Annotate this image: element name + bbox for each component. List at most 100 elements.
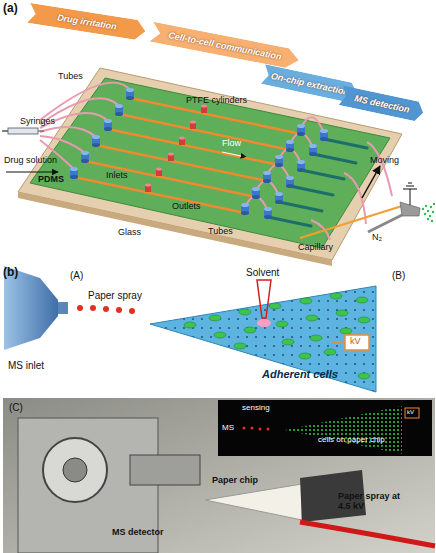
part-name: Paper chip [212,476,258,486]
outlet-cylinder [241,203,249,215]
arrow-fill [149,22,300,70]
high-voltage-wire [332,342,345,344]
stage-arrow: Cell-to-cell communication [149,22,300,70]
moving-arrow [362,166,380,198]
panel-label: (b) [3,266,18,279]
arrow-fill [261,64,359,104]
voltage-label: kV [350,337,361,347]
transfer-tubes [245,117,392,240]
solvent-spot [257,319,271,327]
inlet-cylinder [126,88,134,100]
extraction-cylinder [297,160,305,172]
part-name: MS inlet [8,360,44,371]
part-name: Capillary [298,243,333,253]
part-name: Outlets [172,202,201,212]
part-name: Inlets [106,171,128,181]
gas-label: N₂ [372,233,382,243]
ms-inlet-nozzle [58,302,68,314]
extraction-cylinder [264,207,272,219]
tube [367,142,392,196]
syringe-symbol [2,128,44,134]
stage-arrow: MS detection [339,85,425,122]
outlet-cylinder [275,155,283,167]
ms-detector-inlet [63,458,87,482]
extraction-cylinder [309,144,317,156]
channel [313,154,356,163]
ptfe-cylinder [201,104,207,113]
outlet-cylinder [297,124,305,136]
ms-detector-flange [43,438,107,502]
part-name: Glass [118,228,141,238]
paper-chip [205,484,302,520]
microfluidic-chip [2,68,435,266]
ptfe-cylinder [179,136,185,145]
arrow-fill [339,85,425,122]
ground-symbol [403,183,417,205]
inlet-cylinder [115,104,123,116]
paper-spray-schematic [4,266,376,392]
channel [74,177,245,213]
syringe-needle [38,131,44,132]
tube [40,127,96,137]
photo-background [3,398,435,553]
arrow-fill [27,3,147,41]
inset-label: cells on paper chip [318,436,385,445]
syringe-plunger [2,130,8,132]
ms-inlet-cone [4,266,58,350]
inlet-cylinder [104,119,112,131]
part-name: Syringes [20,117,55,127]
spray-droplets [77,305,135,314]
ptfe-cylinder [156,167,162,176]
inlet-cylinder [70,167,78,179]
culture-channels [74,98,301,213]
extraction-cylinder [320,129,328,141]
motion-label: Moving [370,156,399,166]
inset-droplets [243,427,270,431]
inset-label: MS [222,424,234,433]
channel [290,186,333,195]
channel [324,139,367,148]
syringe-barrel [8,128,38,134]
sensing-inset [218,400,432,456]
panel-label: (a) [3,2,18,15]
nitrogen-tube [368,215,402,232]
solvent-pipette [257,280,271,318]
channel [268,217,311,226]
extraction-cylinder [286,176,294,188]
adherent-cells [184,293,370,379]
stage-arrow: Drug irritation [27,3,147,41]
outlet-cylinder [263,171,271,183]
paper-triangle [150,286,376,392]
part-name: MS detector [112,528,164,538]
part-name: Adherent cells [262,368,338,380]
extraction-channels [268,139,367,226]
flow-arrow [222,152,246,157]
tube [344,173,366,224]
pdms-layer [30,78,390,248]
drug-flow-arrow [6,171,58,172]
capillary [300,206,402,238]
part-name: Solvent [246,267,279,278]
inlet-cylinder [92,135,100,147]
inset-label: sensing [242,404,270,413]
stage-arrow: On-chip extraction [261,64,359,104]
ptfe-cylinder [145,183,151,192]
channel [279,202,322,211]
high-voltage-box [345,335,369,350]
inset-cells [285,406,402,454]
flow-label: Flow [222,139,241,149]
part-name: PTFE cylinders [186,96,247,106]
channel [96,145,267,181]
voltage-label: kV [407,409,414,416]
channel [301,170,344,179]
channel [119,114,290,150]
part-name: Paper spray at 4.5 kV [338,492,410,512]
spray-plume [422,203,435,222]
ptfe-cylinder [168,152,174,161]
inset-voltage-box [405,408,419,418]
high-voltage-cable [300,522,435,546]
ms-detector-bracket [130,455,200,485]
